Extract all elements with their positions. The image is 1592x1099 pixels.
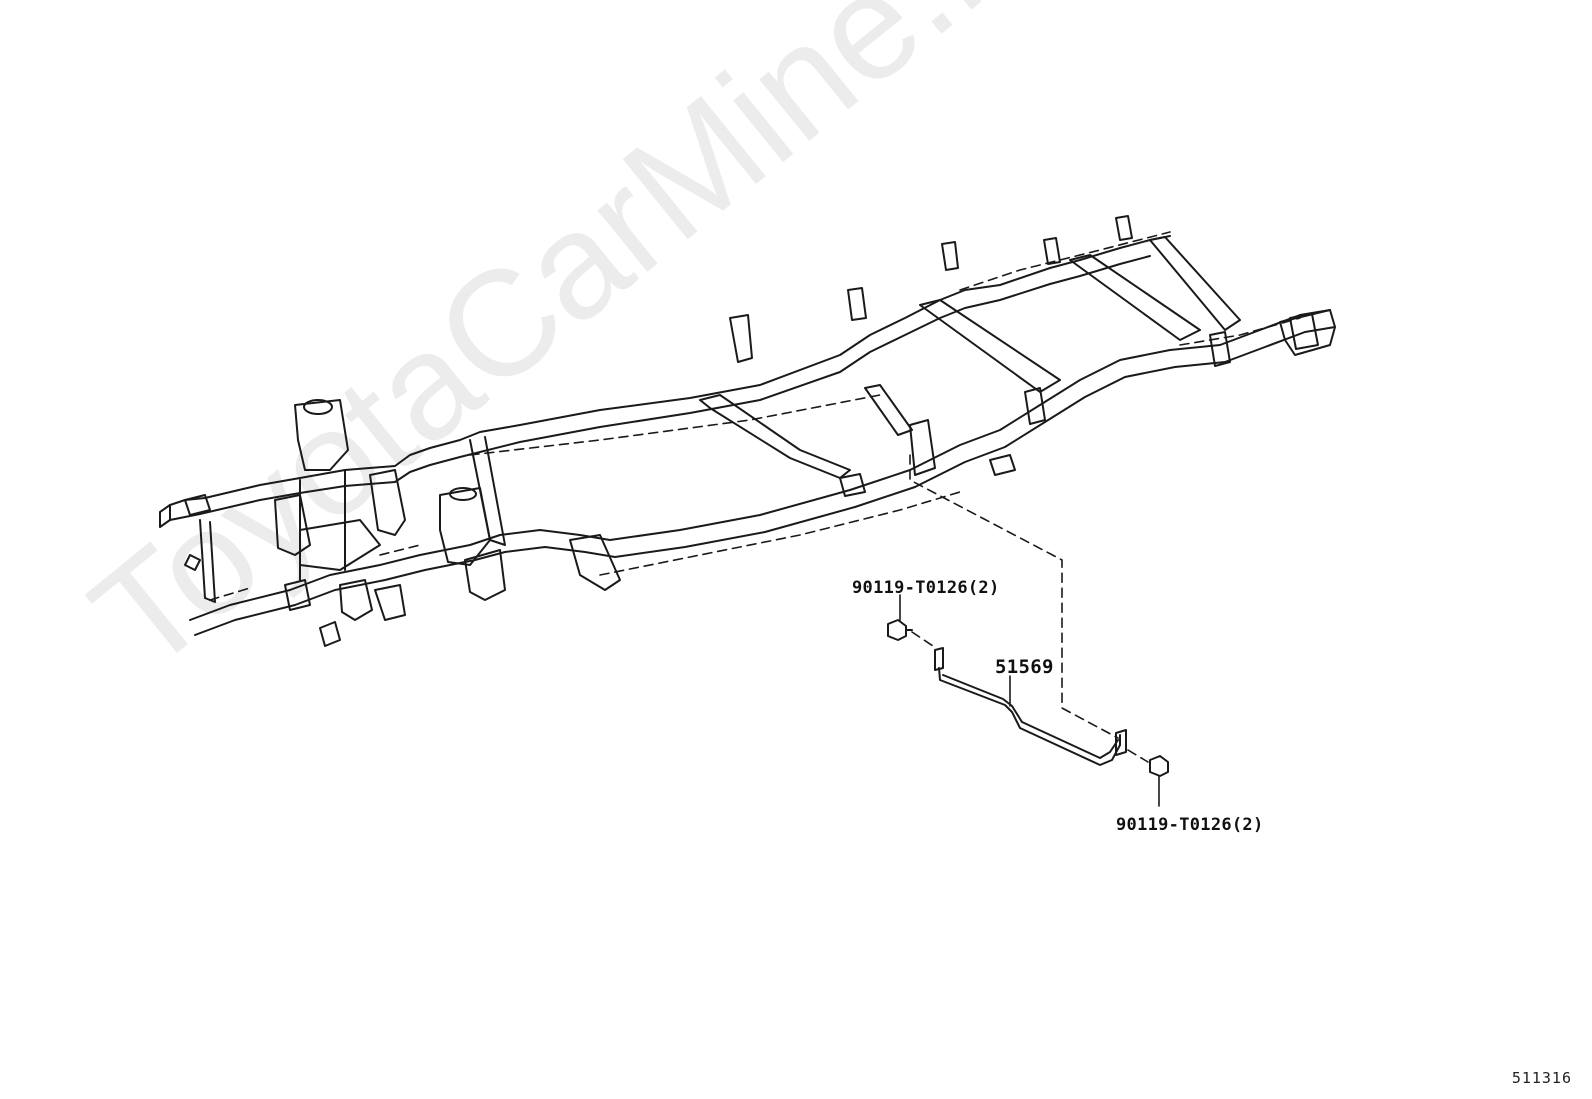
bracket-part-number[interactable]: 51569 [995,656,1054,678]
hidden-edges [209,231,1301,601]
bolt-top-part-number[interactable]: 90119-T0126(2) [852,578,1000,598]
right-side-rail [189,309,1336,636]
bolt-top [887,594,937,649]
bolt-bottom-part-number[interactable]: 90119-T0126(2) [1116,815,1264,835]
bracket-leader-line [909,454,1119,739]
front-suspension-area [184,399,621,647]
bolt-bottom [1127,749,1169,807]
left-side-rail [159,235,1171,528]
bracket-51569 [934,647,1127,766]
diagram-id: 511316 [1511,1069,1572,1087]
cross-members [199,236,1241,603]
body-mount-brackets [729,215,1319,497]
